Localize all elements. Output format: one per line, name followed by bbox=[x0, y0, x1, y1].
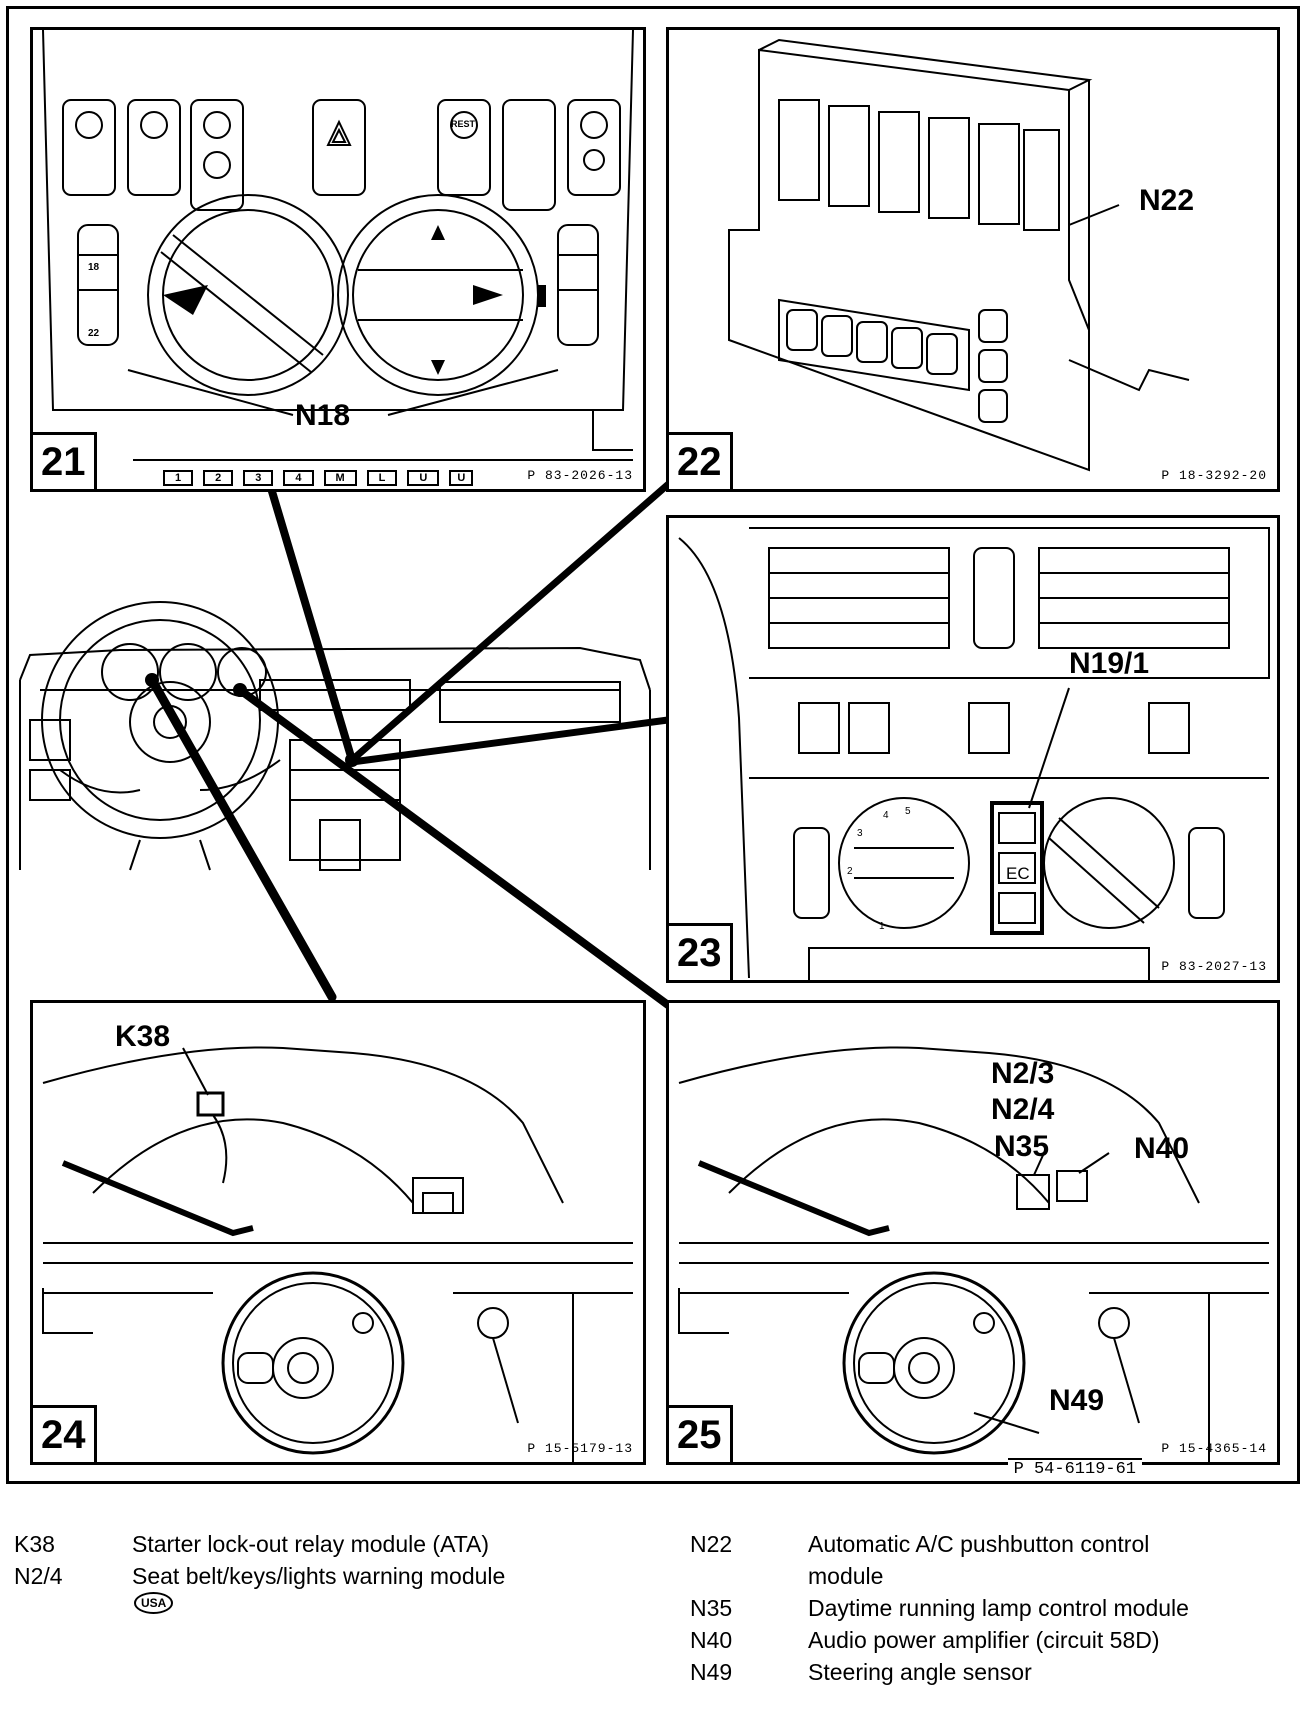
dial-number: 4 bbox=[883, 810, 889, 821]
dial-number: 2 bbox=[847, 866, 853, 877]
legend-desc: Starter lock-out relay module (ATA) bbox=[132, 1531, 490, 1557]
panel-number: 22 bbox=[669, 432, 733, 489]
legend-item: N40 Audio power amplifier (circuit 58D) bbox=[690, 1624, 1189, 1656]
figure-frame bbox=[6, 6, 1300, 1484]
panel-ref: P 15-5179-13 bbox=[527, 1441, 633, 1456]
climate-control-panel-art bbox=[678, 527, 1270, 980]
callout-n2-4: N2/4 bbox=[991, 1093, 1055, 1126]
panel-number: 25 bbox=[669, 1405, 733, 1462]
memory-button: U bbox=[407, 470, 440, 486]
legend-item: N2/4 Seat belt/keys/lights warning modul… bbox=[14, 1560, 505, 1592]
memory-button: 1 bbox=[163, 470, 194, 486]
memory-button-row: 1 2 3 4 M L U U bbox=[163, 470, 474, 486]
legend-code: N40 bbox=[690, 1627, 733, 1653]
panel-ref: P 83-2026-13 bbox=[527, 468, 633, 483]
panel-24: K38 24 P 15-5179-13 bbox=[30, 1000, 646, 1465]
legend-item: USA bbox=[14, 1592, 505, 1614]
legend-item: N49 Steering angle sensor bbox=[690, 1656, 1189, 1688]
legend-item: N22 Automatic A/C pushbutton control bbox=[690, 1528, 1189, 1560]
dial-number: 1 bbox=[879, 921, 885, 932]
panel-number: 24 bbox=[33, 1405, 97, 1462]
panel-23: N19/1 EC 1 2 3 4 5 23 P 83-2027-13 bbox=[666, 515, 1280, 983]
memory-button: 4 bbox=[283, 470, 314, 486]
memory-button: M bbox=[323, 470, 357, 486]
callout-k38: K38 bbox=[115, 1020, 171, 1053]
legend-left: K38 Starter lock-out relay module (ATA) … bbox=[14, 1528, 505, 1614]
legend-desc: Automatic A/C pushbutton control bbox=[808, 1531, 1150, 1557]
legend-item-continued: module bbox=[690, 1560, 1189, 1592]
under-dash-steering-art bbox=[678, 1046, 1269, 1462]
temp-18-label: 18 bbox=[88, 262, 100, 273]
panel-ref: P 18-3292-20 bbox=[1161, 468, 1267, 483]
callout-n19-1: N19/1 bbox=[1069, 647, 1150, 680]
memory-button: L bbox=[366, 470, 398, 486]
dial-number: 5 bbox=[905, 806, 911, 817]
memory-button: 3 bbox=[243, 470, 274, 486]
dashboard-overview-diagram bbox=[19, 470, 684, 1009]
panel-25: N2/3 N2/4 N35 N40 N49 25 P 15-4365-14 bbox=[666, 1000, 1280, 1465]
ec-button-label: EC bbox=[1006, 864, 1030, 883]
callout-n2-3: N2/3 bbox=[991, 1057, 1055, 1090]
callout-n18: N18 bbox=[295, 399, 351, 432]
legend-desc: Daytime running lamp control module bbox=[808, 1595, 1189, 1621]
legend-desc: module bbox=[808, 1563, 884, 1589]
figure-ref: P 54-6119-61 bbox=[1007, 1458, 1142, 1479]
legend-desc: Audio power amplifier (circuit 58D) bbox=[808, 1627, 1160, 1653]
legend-code: K38 bbox=[14, 1531, 55, 1557]
legend-desc: Seat belt/keys/lights warning module bbox=[132, 1563, 506, 1589]
panel-ref: P 15-4365-14 bbox=[1161, 1441, 1267, 1456]
legend-right: N22 Automatic A/C pushbutton control mod… bbox=[690, 1528, 1189, 1688]
panel-number: 23 bbox=[669, 923, 733, 980]
dial-number: 3 bbox=[857, 828, 863, 839]
rest-button-label: REST bbox=[451, 119, 476, 129]
memory-button: U bbox=[449, 470, 474, 486]
callout-n22: N22 bbox=[1139, 184, 1195, 217]
under-dash-steering-art bbox=[42, 1046, 633, 1462]
legend-code: N22 bbox=[690, 1531, 733, 1557]
legend-code: N49 bbox=[690, 1659, 733, 1685]
panel-22: N22 22 P 18-3292-20 bbox=[666, 27, 1280, 492]
legend-item: N35 Daytime running lamp control module bbox=[690, 1592, 1189, 1624]
climate-control-panel-art bbox=[42, 30, 634, 461]
panel-number: 21 bbox=[33, 432, 97, 489]
legend-desc: Steering angle sensor bbox=[808, 1659, 1032, 1685]
callout-n35: N35 bbox=[994, 1130, 1050, 1163]
legend-item: K38 Starter lock-out relay module (ATA) bbox=[14, 1528, 505, 1560]
panel-ref: P 83-2027-13 bbox=[1161, 959, 1267, 974]
legend-code: N2/4 bbox=[14, 1563, 63, 1589]
callout-n40: N40 bbox=[1134, 1132, 1190, 1165]
callout-n49: N49 bbox=[1049, 1384, 1105, 1417]
temp-22-label: 22 bbox=[88, 328, 100, 339]
legend-code: N35 bbox=[690, 1595, 733, 1621]
usa-badge-icon: USA bbox=[134, 1592, 174, 1614]
memory-button: 2 bbox=[203, 470, 234, 486]
panel-21: N18 REST 18 22 1 2 3 4 M L U U 21 P 83-2… bbox=[30, 27, 646, 492]
ac-control-module-art bbox=[728, 38, 1190, 472]
